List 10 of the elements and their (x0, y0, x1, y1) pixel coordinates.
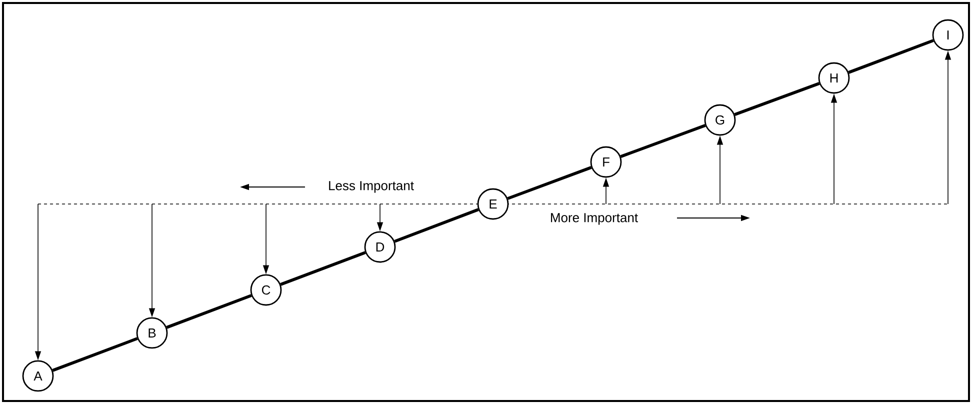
connector-line (734, 82, 820, 116)
connector-line (166, 294, 252, 329)
connector-line (848, 39, 934, 74)
connector-line (280, 251, 366, 286)
connector-line (507, 166, 592, 200)
direction-label: Less Important (329, 181, 414, 193)
connector-line (52, 337, 138, 372)
connector-line (620, 124, 706, 158)
direction-label: More Important (551, 213, 638, 225)
connector-line (394, 208, 479, 243)
